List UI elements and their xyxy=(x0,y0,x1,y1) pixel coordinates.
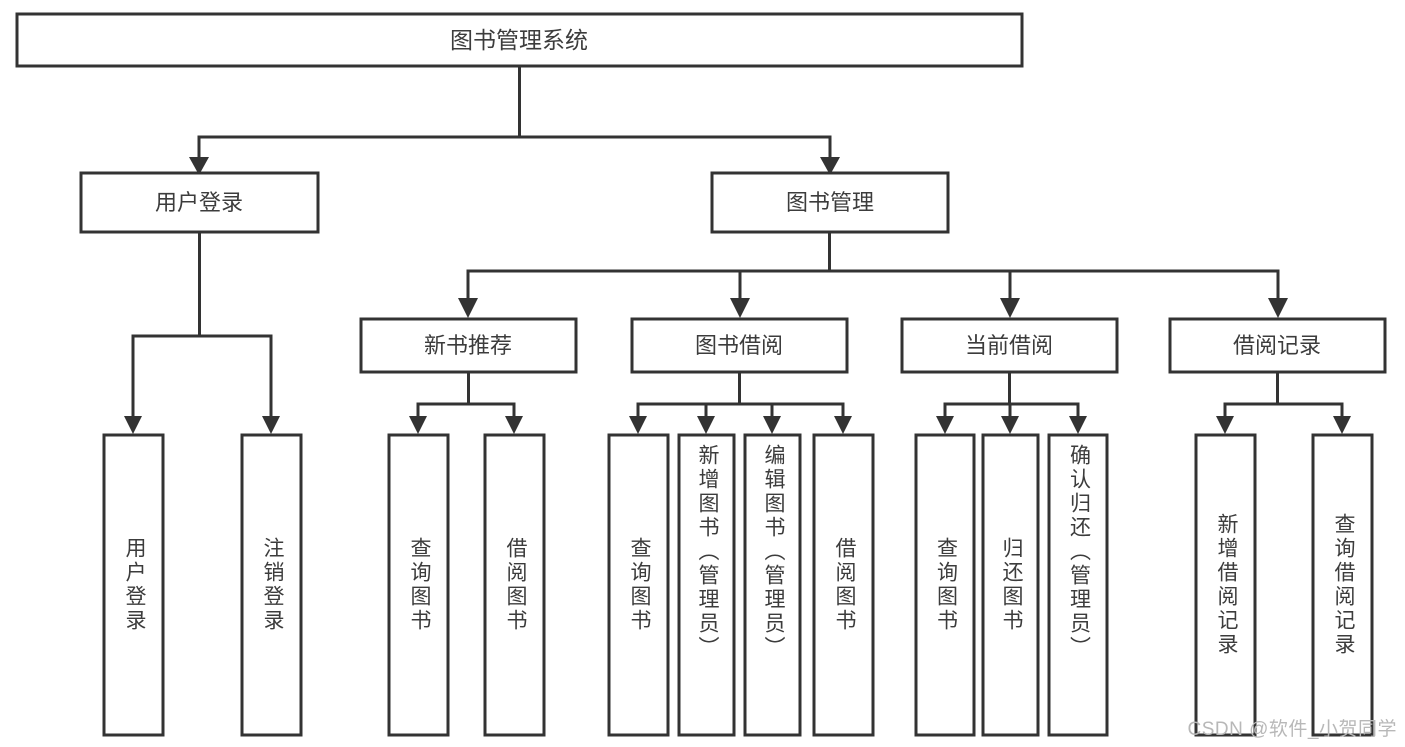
arrow-userlogin-leaf-2 xyxy=(262,416,280,434)
node-label-current-borrow: 当前借阅 xyxy=(965,333,1053,358)
node-label-borrow-record: 借阅记录 xyxy=(1233,333,1321,358)
leaf-box-current-borrow-3[interactable] xyxy=(1047,433,1109,737)
leaf-box-borrow-record-1[interactable] xyxy=(1194,433,1257,737)
arrow-currentborrow-leaf-2 xyxy=(1001,416,1019,434)
leaf-box-new-book-1[interactable] xyxy=(387,433,450,737)
leaf-box-borrow-record-2[interactable] xyxy=(1311,433,1374,737)
node-label-user-login: 用户登录 xyxy=(155,190,243,215)
leaf-box-user-login-1[interactable] xyxy=(102,433,165,737)
connector-group xyxy=(124,64,1351,434)
arrow-bookborrow-leaf-2 xyxy=(697,416,715,434)
node-box-book-borrow[interactable] xyxy=(630,317,849,374)
leaf-box-book-borrow-4[interactable] xyxy=(812,433,875,737)
node-label-new-book-recommend: 新书推荐 xyxy=(424,333,512,358)
node-label-book-borrow: 图书借阅 xyxy=(695,333,783,358)
leaf-box-current-borrow-1[interactable] xyxy=(914,433,976,737)
arrow-bookborrow-leaf-4 xyxy=(834,416,852,434)
node-box-root[interactable] xyxy=(15,12,1024,68)
node-box-new-book-recommend[interactable] xyxy=(359,317,578,374)
leaf-box-user-login-2[interactable] xyxy=(240,433,303,737)
arrow-to-book-manage xyxy=(820,157,840,175)
arrow-bookborrow-leaf-3 xyxy=(763,416,781,434)
arrow-currentborrow-leaf-1 xyxy=(936,416,954,434)
arrow-userlogin-leaf-1 xyxy=(124,416,142,434)
leaf-box-book-borrow-2[interactable] xyxy=(677,433,736,737)
leaf-box-book-borrow-1[interactable] xyxy=(607,433,670,737)
node-box-borrow-record[interactable] xyxy=(1168,317,1387,374)
arrow-to-current-borrow xyxy=(1000,298,1020,318)
node-box-group: 图书管理系统 用户登录 图书管理 新书推荐 图书借阅 当前借阅 借阅记录 xyxy=(15,12,1387,737)
node-box-user-login[interactable] xyxy=(79,171,320,234)
node-label-book-manage: 图书管理 xyxy=(786,190,874,215)
node-label-root: 图书管理系统 xyxy=(450,27,588,53)
arrow-newbook-leaf-1 xyxy=(409,416,427,434)
arrow-newbook-leaf-2 xyxy=(505,416,523,434)
node-box-book-manage[interactable] xyxy=(710,171,950,234)
arrow-to-user-login xyxy=(189,157,209,175)
leaf-box-current-borrow-2[interactable] xyxy=(981,433,1040,737)
arrow-borrowrecord-leaf-1 xyxy=(1216,416,1234,434)
leaf-box-book-borrow-3[interactable] xyxy=(743,433,802,737)
leaf-box-new-book-2[interactable] xyxy=(483,433,546,737)
watermark-text: CSDN @软件_小贺同学 xyxy=(1187,719,1397,740)
arrow-to-book-borrow xyxy=(730,298,750,318)
arrow-to-borrow-record xyxy=(1268,298,1288,318)
arrow-currentborrow-leaf-3 xyxy=(1069,416,1087,434)
arrow-borrowrecord-leaf-2 xyxy=(1333,416,1351,434)
arrow-to-new-book xyxy=(458,298,478,318)
arrow-bookborrow-leaf-1 xyxy=(629,416,647,434)
node-box-current-borrow[interactable] xyxy=(900,317,1119,374)
